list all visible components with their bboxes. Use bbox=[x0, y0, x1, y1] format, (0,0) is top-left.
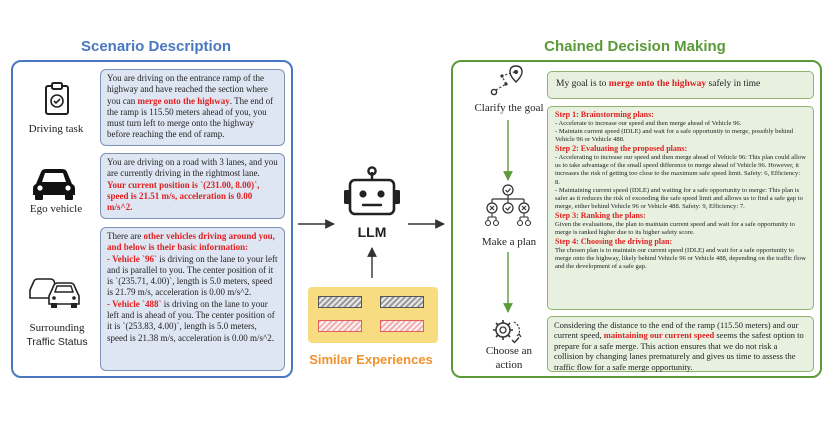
ego-vehicle-box: You are driving on a road with 3 lanes, … bbox=[100, 153, 285, 219]
flow-arrows bbox=[503, 120, 513, 313]
scenario-panel bbox=[11, 60, 293, 378]
goal-box: My goal is to merge onto the highway saf… bbox=[547, 71, 814, 99]
memory-item bbox=[380, 296, 424, 308]
driving-task-box: You are driving on the entrance ramp of … bbox=[100, 69, 285, 146]
plan-step-2-item: - Maintaining current speed (IDLE) and w… bbox=[555, 186, 803, 210]
traffic-cars-icon bbox=[29, 278, 80, 308]
clipboard-check-icon bbox=[45, 82, 69, 115]
decision-title: Chained Decision Making bbox=[544, 38, 726, 55]
decision-panel bbox=[451, 60, 822, 378]
plan-step-4: Step 4: Choosing the driving plan: bbox=[555, 237, 673, 247]
plan-step-1: Step 1: Brainstorming plans: bbox=[555, 110, 654, 119]
llm-label: LLM bbox=[357, 224, 387, 240]
plan-step-2-item: - Accelerating to increase our speed and… bbox=[555, 154, 806, 186]
make-plan-label: Make a plan bbox=[481, 236, 537, 248]
plan-step-3-item: Given the evaluations, the plan to maint… bbox=[555, 220, 795, 237]
plan-box: Step 1: Brainstorming plans: - Accelerat… bbox=[547, 106, 814, 310]
similar-experiences-label: Similar Experiences bbox=[309, 352, 433, 367]
choose-action-label-2: action bbox=[495, 359, 523, 371]
plan-step-3: Step 3: Ranking the plans: bbox=[555, 210, 646, 220]
choose-action-label-1: Choose an bbox=[485, 345, 533, 357]
plan-step-1-item: - Maintain current speed (IDLE) and wait… bbox=[555, 128, 794, 144]
route-icon bbox=[490, 65, 523, 96]
gear-action-icon bbox=[493, 320, 522, 344]
action-box: Considering the distance to the end of t… bbox=[547, 316, 814, 372]
scenario-title: Scenario Description bbox=[80, 38, 232, 55]
decision-tree-icon bbox=[484, 184, 532, 227]
memory-item bbox=[318, 296, 362, 308]
connector-arrows bbox=[298, 219, 445, 278]
traffic-status-box: There are other vehicles driving around … bbox=[100, 227, 285, 371]
experience-memory bbox=[308, 287, 438, 343]
plan-step-1-item: - Accelerate to increase our speed and t… bbox=[555, 120, 742, 127]
traffic-status-label: Traffic Status bbox=[26, 336, 88, 348]
plan-step-2: Step 2: Evaluating the proposed plans: bbox=[555, 144, 688, 154]
robot-icon bbox=[344, 166, 400, 216]
clarify-goal-label: Clarify the goal bbox=[474, 102, 544, 114]
memory-item bbox=[380, 320, 424, 332]
surrounding-label: Surrounding bbox=[29, 322, 85, 334]
plan-step-4-item: The chosen plan is to maintain our curre… bbox=[555, 247, 806, 271]
car-icon bbox=[33, 169, 75, 200]
memory-item bbox=[318, 320, 362, 332]
driving-task-label: Driving task bbox=[28, 123, 84, 135]
ego-vehicle-label: Ego vehicle bbox=[29, 203, 83, 215]
